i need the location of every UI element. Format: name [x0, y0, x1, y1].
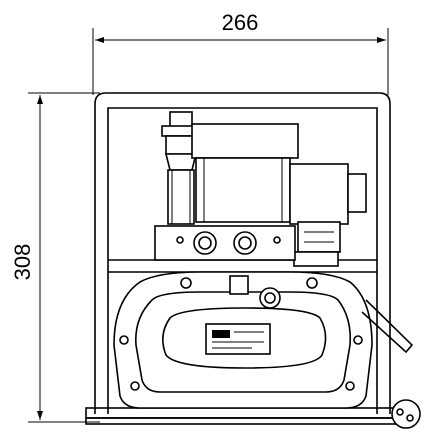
hose	[361, 299, 421, 429]
width-dimension: 266	[92, 10, 389, 95]
height-dimension-label: 308	[10, 244, 35, 281]
width-dimension-label: 266	[222, 10, 259, 35]
height-dimension: 308	[10, 92, 100, 423]
valve-stack	[161, 111, 201, 225]
reservoir-tank	[113, 271, 373, 409]
manifold-block	[154, 225, 296, 261]
motor-block	[191, 123, 367, 267]
